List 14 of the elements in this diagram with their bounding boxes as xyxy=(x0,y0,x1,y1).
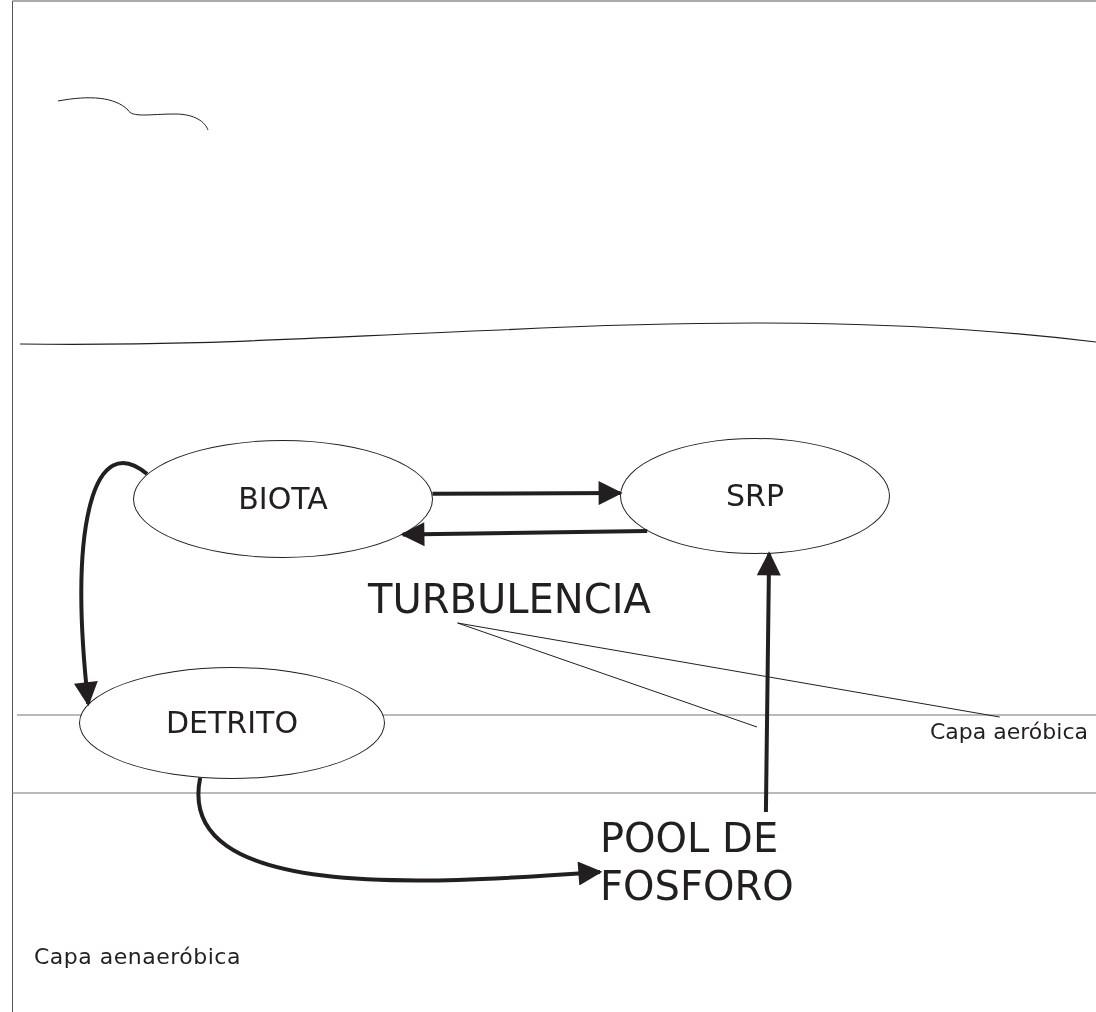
layer-label: Capa aenaeróbica xyxy=(34,944,241,969)
arrow xyxy=(432,481,623,506)
node-label: DETRITO xyxy=(166,705,298,741)
leader-line xyxy=(457,622,758,728)
node-label: BIOTA xyxy=(238,481,328,517)
node-text: TURBULENCIA xyxy=(368,574,688,624)
node-text: POOL DE FOSFORO xyxy=(600,812,810,912)
arrow xyxy=(197,777,603,886)
node-text: Capa aeróbica xyxy=(930,717,1092,747)
leader-line xyxy=(457,622,1001,718)
arrow xyxy=(74,461,149,707)
node-label: SRP xyxy=(726,478,784,514)
arrow xyxy=(400,522,648,547)
arrow xyxy=(756,551,781,813)
